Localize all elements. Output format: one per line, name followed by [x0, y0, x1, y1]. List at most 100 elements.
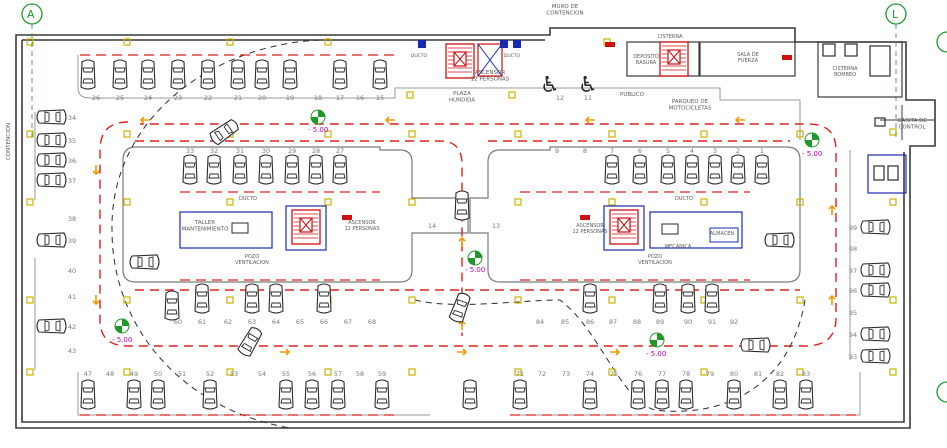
parked-car	[316, 283, 332, 314]
stall-number: 17	[336, 94, 344, 102]
stall-number: 38	[68, 215, 76, 223]
parked-car	[512, 379, 528, 410]
stall-number: 11	[584, 94, 592, 102]
parked-car	[129, 254, 160, 270]
stall-number: 7	[610, 147, 614, 155]
parked-car	[244, 283, 260, 314]
parked-car	[304, 379, 320, 410]
parked-car	[36, 172, 67, 188]
level-mark-3: - 5.00	[465, 266, 485, 274]
parked-car	[704, 283, 720, 314]
stall-number: 16	[356, 94, 364, 102]
parked-car	[632, 154, 648, 185]
stall-number: 84	[536, 318, 544, 326]
stall-number: 67	[344, 318, 352, 326]
stall-number: 51	[178, 370, 186, 378]
parked-car	[654, 379, 670, 410]
stall-number: 83	[802, 370, 810, 378]
stall-number: 25	[116, 94, 124, 102]
stall-number: 90	[684, 318, 692, 326]
stall-number: 30	[262, 147, 270, 155]
parked-car	[140, 59, 156, 90]
stall-number: 63	[248, 318, 256, 326]
parked-car	[206, 154, 222, 185]
room-label: DUCTO	[675, 196, 693, 202]
stall-number: 78	[682, 370, 690, 378]
stair-core-right	[580, 205, 743, 251]
stall-number: 41	[68, 293, 76, 301]
parked-car	[282, 59, 298, 90]
stall-number: 85	[561, 318, 569, 326]
parked-car	[126, 379, 142, 410]
parked-car	[798, 379, 814, 410]
parked-car	[660, 154, 676, 185]
stall-number: 14	[428, 222, 436, 230]
stall-number: 80	[730, 370, 738, 378]
parked-car	[36, 152, 67, 168]
parked-car	[652, 283, 668, 314]
stall-number: 81	[754, 370, 762, 378]
stall-number: 91	[708, 318, 716, 326]
room-label: CISTERNA	[658, 34, 684, 40]
service-stair	[605, 41, 792, 77]
parked-car	[36, 109, 67, 125]
room-label: ALMACEN	[710, 231, 735, 237]
parked-car	[36, 232, 67, 248]
parked-car	[330, 379, 346, 410]
parked-car	[164, 290, 180, 321]
stall-number: 22	[204, 94, 212, 102]
stall-number: 98	[849, 245, 857, 253]
parked-car	[80, 379, 96, 410]
stall-number: 68	[368, 318, 376, 326]
stall-number: 23	[174, 94, 182, 102]
stair-core-top	[418, 40, 521, 79]
parked-car	[194, 283, 210, 314]
parked-car	[582, 283, 598, 314]
parked-car	[684, 154, 700, 185]
stall-number: 24	[144, 94, 152, 102]
stall-number: 79	[706, 370, 714, 378]
parked-car	[730, 154, 746, 185]
stall-number: 59	[378, 370, 386, 378]
stall-number: 34	[68, 114, 76, 122]
stall-number: 20	[258, 94, 266, 102]
stall-number: 36	[68, 157, 76, 165]
stall-number: 32	[210, 147, 218, 155]
stall-number: 92	[730, 318, 738, 326]
parked-car	[268, 283, 284, 314]
parked-car	[726, 379, 742, 410]
parked-car	[860, 262, 891, 278]
grid-bubble-l: L	[892, 8, 899, 21]
parked-car	[372, 59, 388, 90]
stall-number: 33	[186, 147, 194, 155]
stall-number: 37	[68, 177, 76, 185]
parked-car	[860, 219, 891, 235]
stall-number: 96	[849, 287, 857, 295]
level-labels: - 5.00 - 5.00 - 5.00 - 5.00 - 5.00	[112, 126, 822, 358]
stall-number: 12	[556, 94, 564, 102]
stall-number: 42	[68, 323, 76, 331]
stall-number: 62	[224, 318, 232, 326]
stall-number: 95	[849, 309, 857, 317]
parked-car	[200, 59, 216, 90]
parked-car	[236, 324, 265, 359]
stall-number: 21	[234, 94, 242, 102]
stall-number: 89	[656, 318, 664, 326]
stall-number: 31	[236, 147, 244, 155]
parked-car	[202, 379, 218, 410]
parked-car	[230, 59, 246, 90]
stall-number: 8	[583, 147, 587, 155]
stall-number: 88	[633, 318, 641, 326]
stall-number: 35	[68, 137, 76, 145]
stall-number: 3	[713, 147, 717, 155]
stall-number: 61	[198, 318, 206, 326]
building-outline	[15, 27, 936, 429]
stall-number: 1	[760, 147, 764, 155]
parked-car	[207, 117, 241, 147]
